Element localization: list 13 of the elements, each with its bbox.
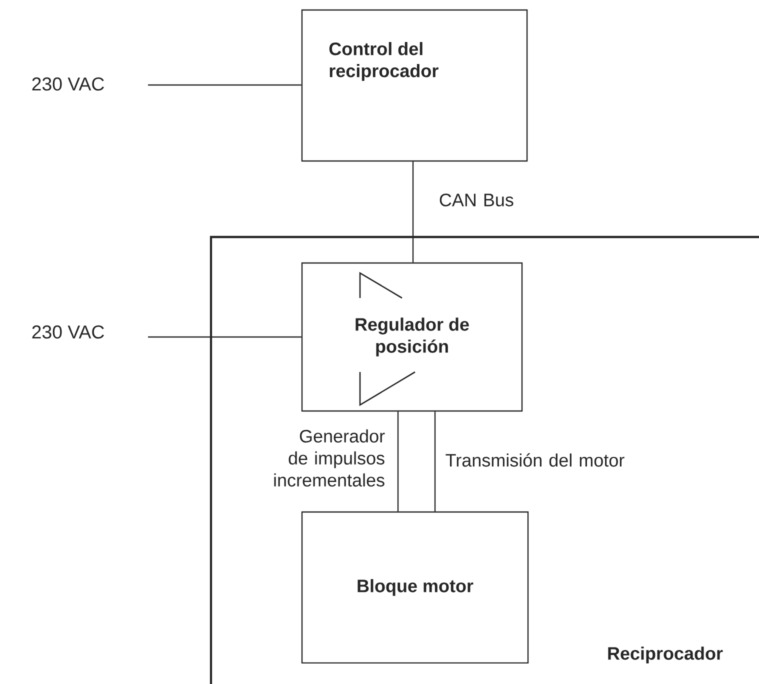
block-box: Bloque motor bbox=[301, 511, 529, 664]
voltage-label: 230 VAC bbox=[32, 77, 104, 91]
edge-label: CAN Bus bbox=[440, 194, 514, 206]
connector-line bbox=[412, 162, 414, 262]
block-box: Control del reciprocador bbox=[301, 9, 528, 162]
edge-label: Transmisión del motor bbox=[446, 453, 624, 467]
voltage-label: 230 VAC bbox=[32, 325, 104, 339]
connector-line bbox=[148, 84, 302, 86]
connector-line bbox=[434, 412, 436, 512]
block-box: Regulador de posición bbox=[301, 262, 523, 412]
connector-line bbox=[148, 336, 302, 338]
edge-label: Generador de impulsos incrementales bbox=[274, 429, 385, 487]
connector-line bbox=[397, 412, 399, 512]
